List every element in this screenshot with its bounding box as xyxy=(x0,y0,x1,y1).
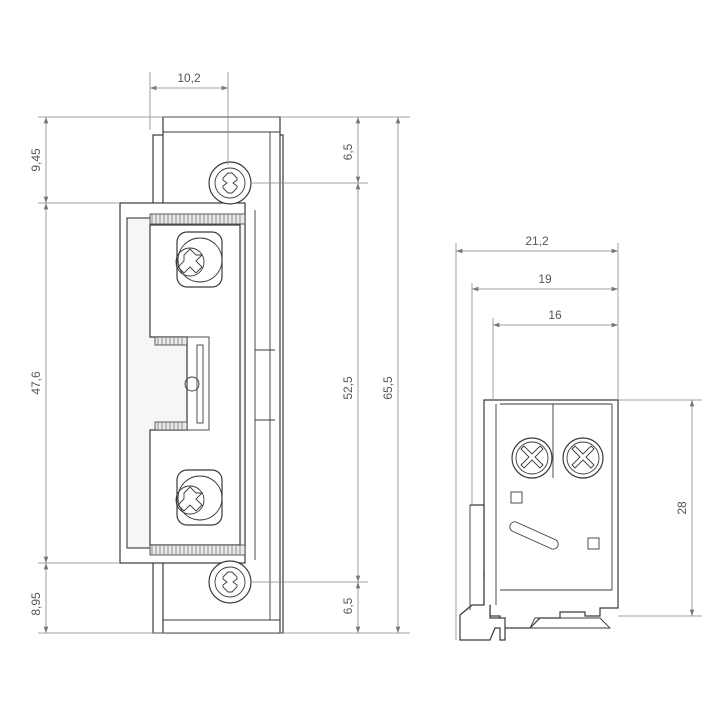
dim-label-depth-mid: 19 xyxy=(538,272,552,286)
dimension-strike-height: 47,6 xyxy=(29,203,49,563)
dim-label-top-width: 10,2 xyxy=(177,71,201,85)
dim-label-strike-height: 47,6 xyxy=(29,371,43,395)
dimension-total-height: 65,5 xyxy=(381,117,401,633)
side-flange xyxy=(459,504,506,641)
dim-label-bottom-offset: 8,95 xyxy=(29,592,43,616)
dim-label-screw-top: 6,5 xyxy=(341,143,355,160)
terminal-square xyxy=(510,491,523,504)
side-view: 21,2 19 16 28 xyxy=(455,234,702,641)
dimension-depth-inner: 16 xyxy=(493,308,618,328)
cross-screw-icon xyxy=(562,437,604,479)
dimension-screw-spacing: 52,5 xyxy=(341,183,361,582)
dim-label-top-offset: 9,45 xyxy=(29,148,43,172)
dim-label-depth-inner: 16 xyxy=(548,308,562,322)
torx-screw-icon xyxy=(208,161,252,205)
front-view: 10,2 9,45 47,6 8,95 6,5 52,5 6,5 65,5 xyxy=(29,71,410,634)
dim-label-depth-total: 21,2 xyxy=(525,234,549,248)
dim-label-total-height: 65,5 xyxy=(381,376,395,400)
dim-label-body-height: 28 xyxy=(675,501,689,515)
dimension-bottom-offset: 8,95 xyxy=(29,563,49,633)
lower-roller xyxy=(175,469,223,526)
serration-bottom xyxy=(149,544,246,556)
cross-screw-icon xyxy=(511,437,553,479)
dimension-screw-top: 6,5 xyxy=(341,117,361,183)
dimension-body-height: 28 xyxy=(675,400,695,616)
terminal-square xyxy=(587,537,600,550)
dimension-top-offset: 9,45 xyxy=(29,117,49,203)
dimension-depth-total: 21,2 xyxy=(456,234,618,254)
side-body xyxy=(483,399,619,629)
dimension-depth-mid: 19 xyxy=(472,272,618,292)
upper-roller xyxy=(175,231,223,288)
slot xyxy=(509,521,559,550)
dimension-top-width: 10,2 xyxy=(150,71,228,91)
serration-top xyxy=(149,213,246,225)
dimension-screw-bottom: 6,5 xyxy=(341,582,361,633)
dim-label-screw-spacing: 52,5 xyxy=(341,376,355,400)
serration-middle xyxy=(154,336,188,431)
dim-label-screw-bottom: 6,5 xyxy=(341,597,355,614)
torx-screw-icon xyxy=(208,560,252,604)
extension-lines-side xyxy=(455,243,702,640)
extension-lines-front xyxy=(38,72,410,634)
